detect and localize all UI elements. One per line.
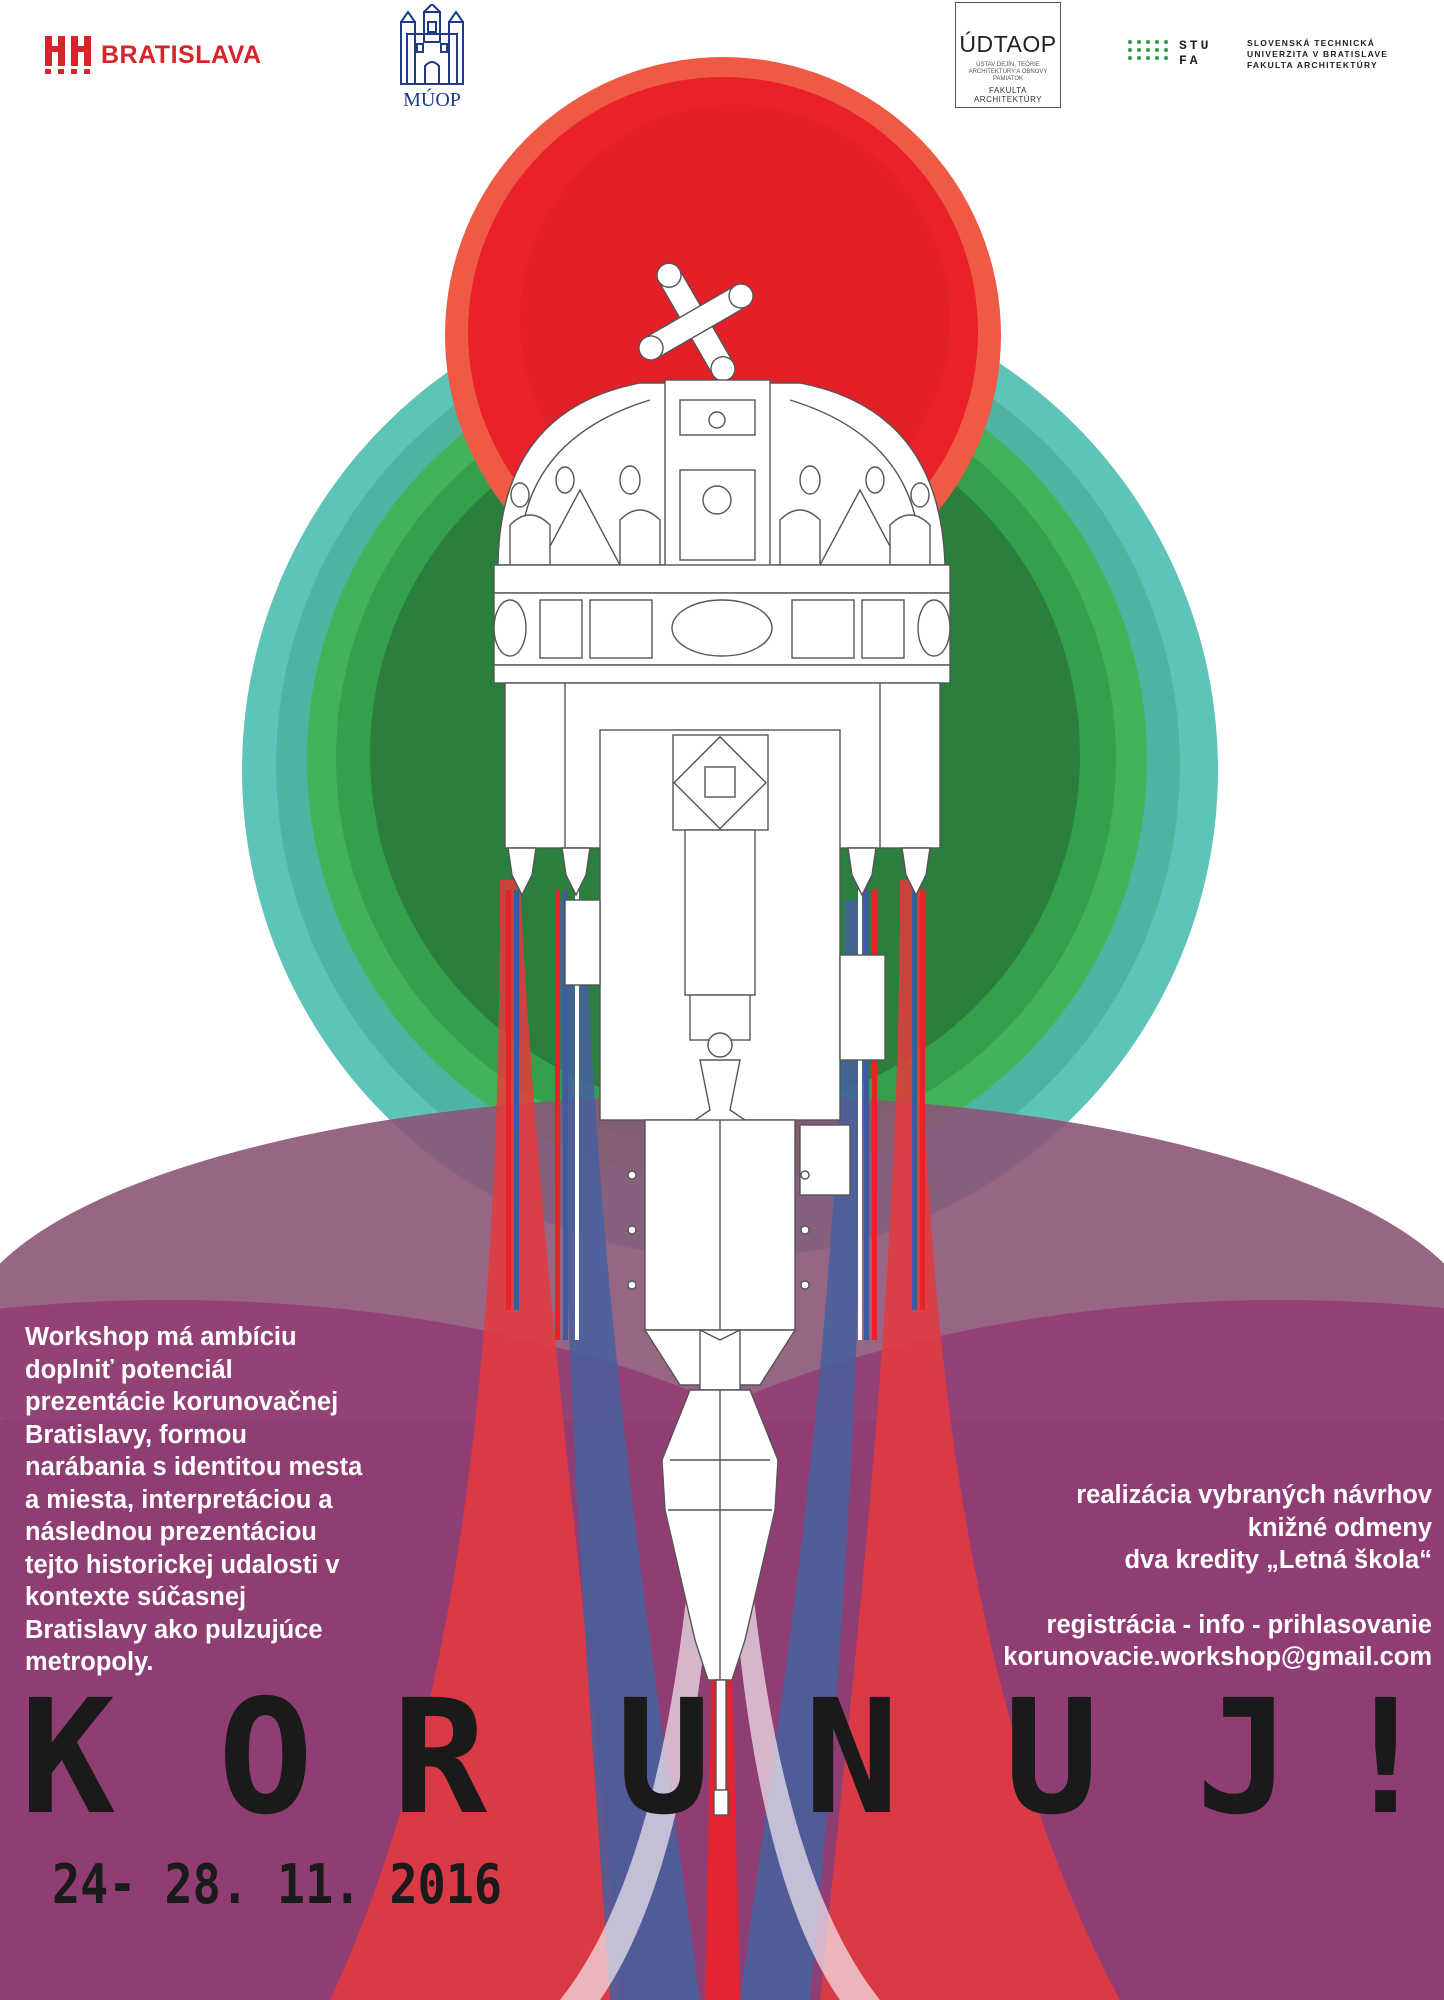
title-letter: O (218, 1666, 313, 1850)
ribbon-blue-left (560, 900, 700, 2000)
title-letter: J (1196, 1666, 1291, 1850)
udtaop-logo-name: ÚDTAOP (959, 31, 1057, 57)
title-letter: K (20, 1666, 115, 1850)
udtaop-logo-subtitle: ÚSTAV DEJÍN, TEÓRIE ARCHITEKTÚRY A OBNOV… (968, 62, 1048, 82)
ribbon-blue-right (740, 900, 865, 2000)
title-lettering: K O R U N U J ! (20, 1666, 1433, 1850)
contact-email[interactable]: korunovacie.workshop@gmail.com (1003, 1643, 1432, 1671)
crown-illustration (493, 262, 951, 1816)
title-letter: R (392, 1666, 488, 1850)
stripes (506, 890, 925, 1340)
stu-name-line: UNIVERZITA V BRATISLAVE (1247, 49, 1389, 59)
stu-name-line: SLOVENSKÁ TECHNICKÁ (1247, 38, 1376, 48)
stu-dots-icon (1128, 40, 1169, 60)
info-line: knižné odmeny (1247, 1513, 1432, 1542)
title-letter: ! (1338, 1666, 1433, 1850)
udtaop-logo: ÚDTAOP ÚSTAV DEJÍN, TEÓRIE ARCHITEKTÚRY … (955, 2, 1061, 108)
udtaop-logo-faculty: FAKULTA ARCHITEKTÚRY (973, 86, 1043, 104)
event-date: 24- 28. 11. 2016 (52, 1853, 502, 1916)
crown-cross (638, 262, 754, 382)
bratislava-logo: BRATISLAVA (45, 36, 262, 74)
muop-logo: MÚOP (394, 2, 470, 112)
stu-abbr-bottom: FA (1179, 53, 1201, 68)
ribbon-red-right (820, 880, 1120, 2000)
ribbon-red-left (330, 880, 620, 2000)
workshop-description: Workshop má ambíciu doplniť potenciál pr… (25, 1323, 363, 1676)
info-contact-line: registrácia - info - prihlasovanie (1046, 1610, 1432, 1639)
bratislava-emblem-icon (45, 36, 91, 74)
stu-name-line: FAKULTA ARCHITEKTÚRY (1247, 60, 1378, 70)
stu-abbr-top: STU (1179, 38, 1212, 53)
title-letter: U (1004, 1666, 1099, 1850)
info-line: realizácia vybraných návrhov (1076, 1481, 1432, 1509)
stu-fa-logo-name: SLOVENSKÁ TECHNICKÁ UNIVERZITA V BRATISL… (1247, 38, 1397, 71)
muop-logo-text: MÚOP (403, 89, 461, 111)
bratislava-logo-text: BRATISLAVA (101, 40, 262, 69)
title-letter: U (616, 1666, 711, 1850)
castle-icon (400, 2, 464, 85)
stu-fa-logo: STU FA (1128, 38, 1211, 68)
info-line: dva kredity „Letná škola“ (1124, 1546, 1432, 1574)
title-letter: N (804, 1666, 899, 1850)
workshop-info: realizácia vybraných návrhov knižné odme… (872, 1479, 1432, 1674)
